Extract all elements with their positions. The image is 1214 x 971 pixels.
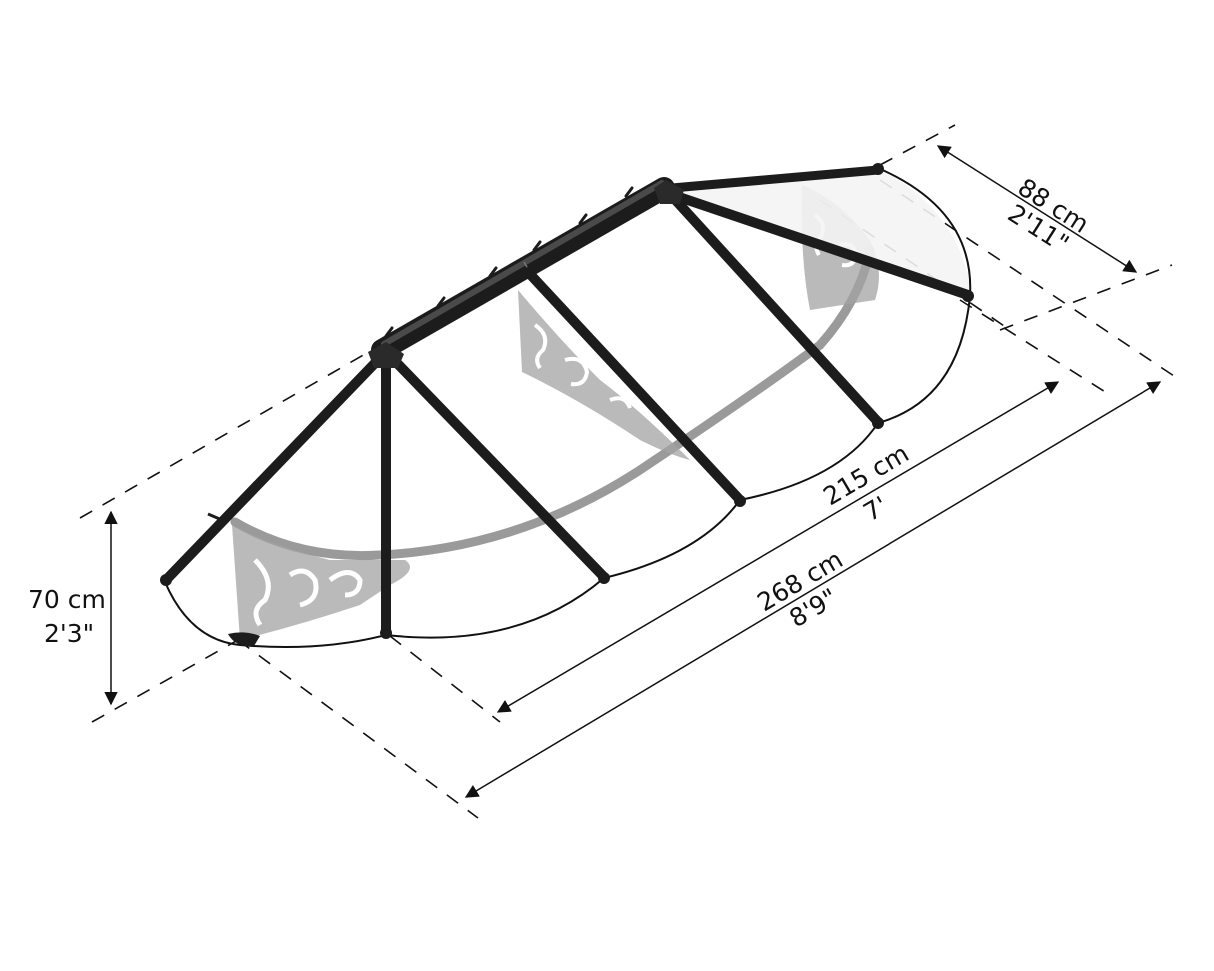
decorative-bracket-left — [232, 525, 410, 640]
dimension-overall-width: 268 cm 8'9" — [464, 381, 1162, 798]
height-imperial: 2'3" — [44, 619, 94, 648]
hub-right — [654, 180, 684, 204]
wall-foot-bracket — [228, 632, 260, 647]
hub-left — [368, 342, 404, 368]
dimension-height: 70 cm 2'3" — [28, 510, 118, 706]
end-panel-right — [680, 168, 972, 295]
dimension-inner-width: 215 cm 7' — [496, 381, 1060, 713]
dimension-depth: 88 cm 2'11" — [936, 145, 1138, 273]
decorative-bracket-middle — [518, 290, 690, 460]
height-metric: 70 cm — [28, 585, 106, 614]
